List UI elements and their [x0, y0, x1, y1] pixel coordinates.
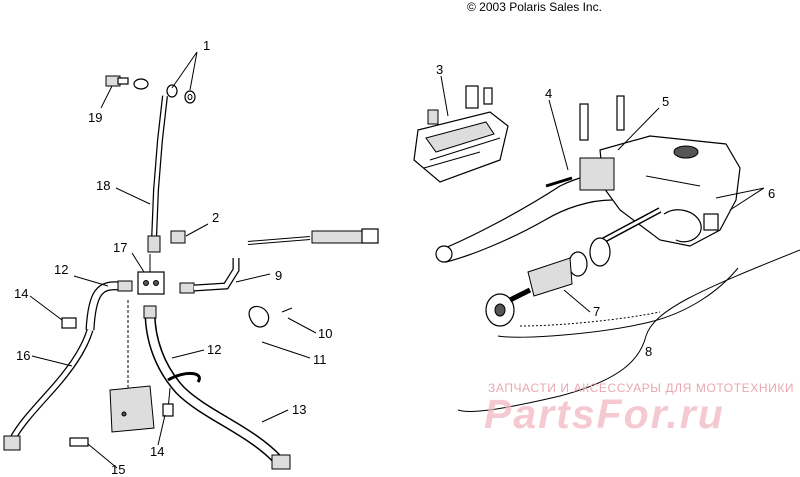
callout-6: 6: [768, 186, 775, 201]
copyright-notice: © 2003 Polaris Sales Inc.: [467, 0, 602, 14]
watermark-subtitle: ЗАПЧАСТИ И АКСЕССУАРЫ ДЛЯ МОТОТЕХНИКИ: [488, 381, 795, 395]
callout-2: 2: [212, 210, 219, 225]
clamp-part: [248, 305, 270, 328]
watermark-brand-logo: PartsFor.ru: [484, 391, 725, 437]
callout-18: 18: [96, 178, 110, 193]
master-cylinder-assembly: [413, 75, 800, 412]
callout-12-right: 12: [207, 342, 221, 357]
hose-clip-part: [61, 317, 77, 329]
callout-8: 8: [645, 344, 652, 359]
callout-11: 11: [313, 352, 327, 367]
callout-4: 4: [545, 86, 552, 101]
callout-3: 3: [436, 62, 443, 77]
banjo-bolt-part: [105, 75, 149, 90]
bolt-part: [69, 437, 89, 447]
callout-17: 17: [113, 240, 127, 255]
callout-10: 10: [318, 326, 332, 341]
callout-16: 16: [16, 348, 30, 363]
washer-parts: [166, 84, 196, 104]
callout-9: 9: [275, 268, 282, 283]
hose-cover-part: [109, 385, 155, 433]
reservoir-cover-part: [413, 85, 509, 183]
junction-block-part: [137, 271, 165, 295]
callout-13: 13: [292, 402, 306, 417]
piston-kit-part: [485, 207, 662, 327]
callout-7: 7: [593, 304, 600, 319]
callout-14-right: 14: [150, 444, 164, 459]
callout-14-left: 14: [14, 286, 28, 301]
brake-line-assembly: [3, 51, 379, 470]
bleeder-screw-part: [170, 230, 186, 244]
callout-19: 19: [88, 110, 102, 125]
callout-12-left: 12: [54, 262, 68, 277]
callout-1: 1: [203, 38, 210, 53]
callout-5: 5: [662, 94, 669, 109]
callout-15: 15: [111, 462, 125, 477]
callout-labels: 1 2 3 4 5 6 7 8 9 10 11 12 12 13 14 14 1…: [14, 38, 775, 477]
